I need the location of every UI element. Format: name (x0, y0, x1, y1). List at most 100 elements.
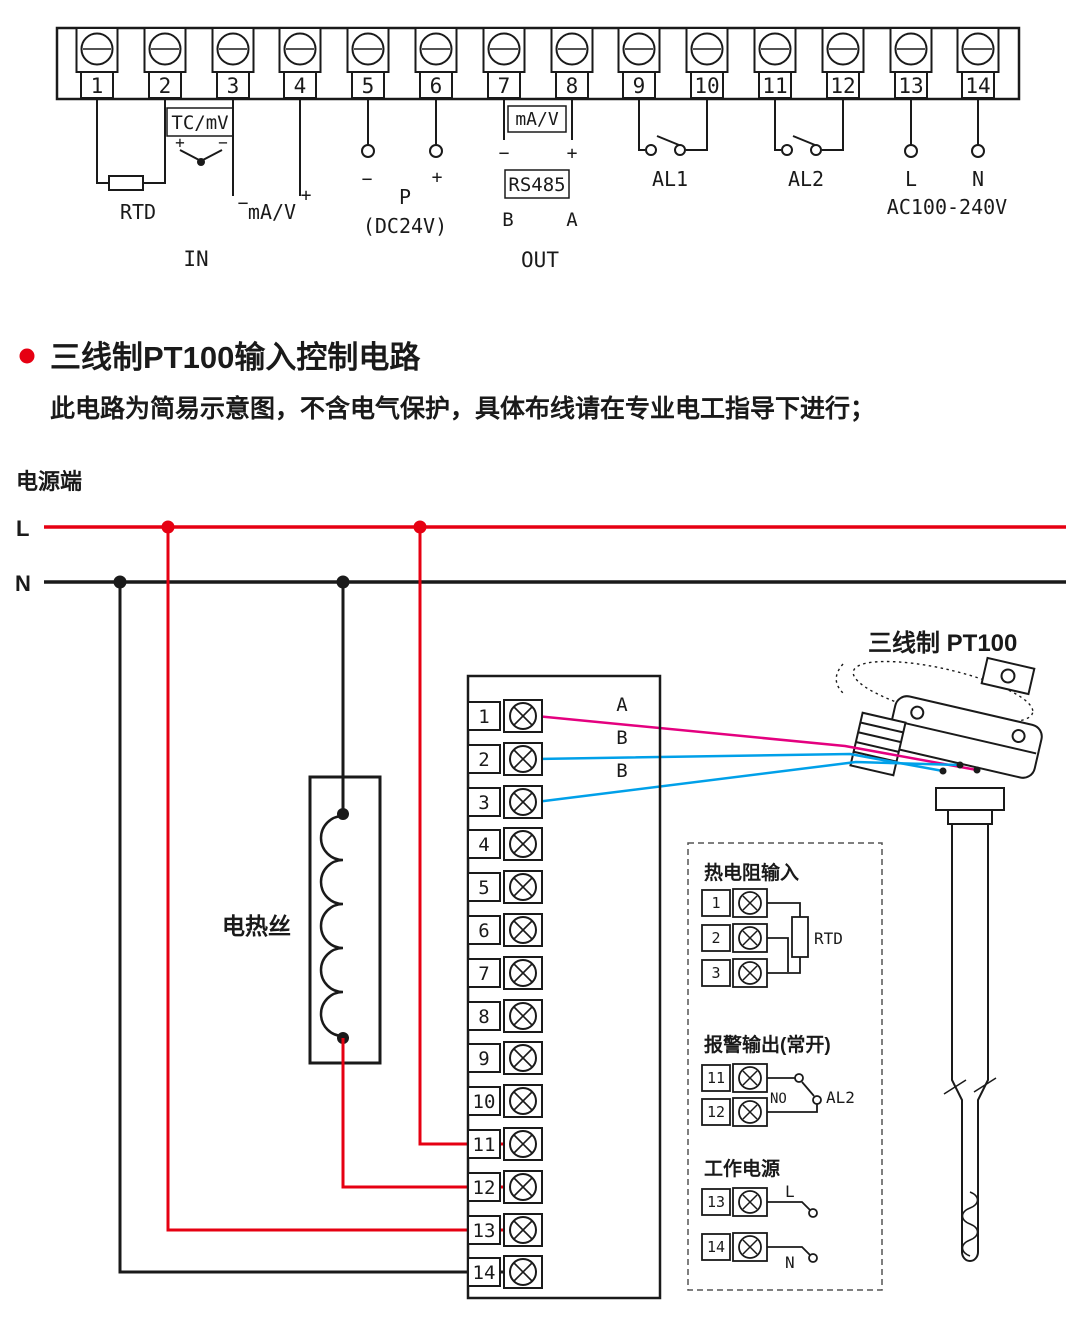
sensor-post-1 (939, 767, 947, 775)
al2-blade (792, 135, 816, 146)
mains-n-terminal (971, 144, 985, 158)
al1-wires (638, 99, 708, 151)
mav-in-plus: + (301, 185, 312, 206)
wire-a (535, 714, 978, 772)
heater-label: 电热丝 (222, 913, 291, 939)
sensor-wires (535, 714, 978, 804)
rs485-box-outline (504, 169, 570, 199)
sensor-thread (849, 711, 907, 777)
mav-in-minus: − (238, 193, 249, 214)
supply-wires (367, 99, 437, 145)
mini-terminal-number: 3 (711, 964, 720, 982)
no-contact-label: NO (770, 1091, 787, 1107)
mav-out-box-outline (507, 105, 567, 133)
terminal-number: 14 (965, 74, 990, 98)
rtd-wires (96, 99, 166, 184)
supply-plus: + (432, 167, 443, 188)
supply-minus-terminal (361, 144, 375, 158)
al2-contact-a (781, 144, 793, 156)
tc-plus: + (175, 133, 185, 152)
mains-l-terminal (904, 144, 918, 158)
probe-break-mark-2 (973, 1077, 997, 1093)
rtd-label: RTD (120, 200, 156, 224)
v-terminal-number: 14 (473, 1262, 496, 1284)
mini-terminal-number: 13 (707, 1193, 725, 1211)
v-terminal-number: 11 (473, 1134, 496, 1156)
terminal-number: 6 (430, 74, 443, 98)
terminal-number: 7 (498, 74, 511, 98)
al2-mini-label: AL2 (826, 1088, 855, 1107)
al1-blade (656, 135, 680, 146)
heater-box (308, 775, 382, 1065)
rs485-b: B (502, 209, 513, 231)
working-power-title: 工作电源 (704, 1157, 780, 1180)
rtd-input-title: 热电阻输入 (704, 861, 799, 884)
mini-terminal-number: 11 (707, 1069, 725, 1087)
tc-box-label: TC/mV (171, 112, 228, 134)
out-plus: + (567, 143, 578, 164)
section-note: 此电路为简易示意图，不含电气保护，具体布线请在专业电工指导下进行； (50, 394, 875, 423)
v-terminal-number: 2 (478, 749, 489, 771)
rtd-mini-label: RTD (814, 929, 843, 948)
heater-coil (319, 814, 344, 1038)
n-junction-dot-1 (113, 575, 127, 589)
alarm-output-title: 报警输出(常开) (704, 1033, 831, 1056)
supply-p-label: P (399, 185, 411, 209)
section-heading: 三线制PT100输入控制电路 此电路为简易示意图，不含电气保护，具体布线请在专业… (19, 340, 875, 423)
supply-dc-label: (DC24V) (363, 214, 447, 238)
terminal-number: 9 (633, 74, 646, 98)
l-junction-dot-1 (161, 520, 175, 534)
sensor-cap-block (980, 656, 1036, 696)
v-terminal-number: 8 (478, 1006, 489, 1028)
mains-voltage-label: AC100-240V (887, 195, 1007, 219)
out-wires (503, 99, 573, 140)
al2-wires (774, 99, 844, 151)
mains-n-label: N (972, 167, 984, 191)
mav-in-label: mA/V (248, 200, 296, 224)
terminal-number: 12 (830, 74, 855, 98)
wire-a-label: A (616, 694, 628, 716)
power-feed-wires (118, 527, 521, 1274)
line-n-label: N (15, 571, 31, 596)
probe-break-mark-1 (943, 1079, 967, 1095)
wire-b1 (535, 752, 944, 773)
rs485-a: A (566, 209, 578, 231)
al2-contact-b (810, 144, 822, 156)
terminal-number: 10 (694, 74, 719, 98)
al1-contact-a (645, 144, 657, 156)
al1-label: AL1 (652, 167, 688, 191)
mini-terminal-number: 14 (707, 1238, 725, 1256)
top-wiring (96, 99, 985, 199)
mains-l-label: L (905, 167, 917, 191)
v-terminal-number: 7 (478, 963, 489, 985)
mini-terminal-number: 2 (711, 929, 720, 947)
v-terminal-number: 12 (473, 1177, 496, 1199)
v-terminal-number: 3 (478, 792, 489, 814)
heater-top-node (337, 808, 349, 820)
terminal-number: 13 (898, 74, 923, 98)
n-to-terminal-14-wire (118, 582, 521, 1274)
terminal-number: 5 (362, 74, 375, 98)
rs485-label: RS485 (508, 174, 565, 196)
in-label: IN (183, 247, 208, 271)
mini-terminal-number: 1 (711, 894, 720, 912)
v-terminal-number: 5 (478, 877, 489, 899)
sensor-flange (935, 787, 1005, 811)
wire-b2-label: B (616, 760, 627, 782)
terminal-number: 11 (762, 74, 787, 98)
alarm-mini-wiring (767, 1073, 822, 1113)
section-title: 三线制PT100输入控制电路 (50, 340, 421, 375)
terminal-number: 8 (566, 74, 579, 98)
v-terminal-number: 10 (473, 1091, 496, 1113)
mini-l-label: L (785, 1182, 795, 1201)
wire-b2 (535, 760, 961, 804)
sensor-post-2 (956, 761, 964, 769)
supply-minus: − (362, 169, 373, 190)
out-label: OUT (521, 248, 559, 272)
supply-plus-terminal (429, 144, 443, 158)
tc-minus: − (218, 133, 228, 152)
al1-contact-b (674, 144, 686, 156)
line-l-label: L (16, 516, 29, 541)
n-junction-dot-2 (336, 575, 350, 589)
